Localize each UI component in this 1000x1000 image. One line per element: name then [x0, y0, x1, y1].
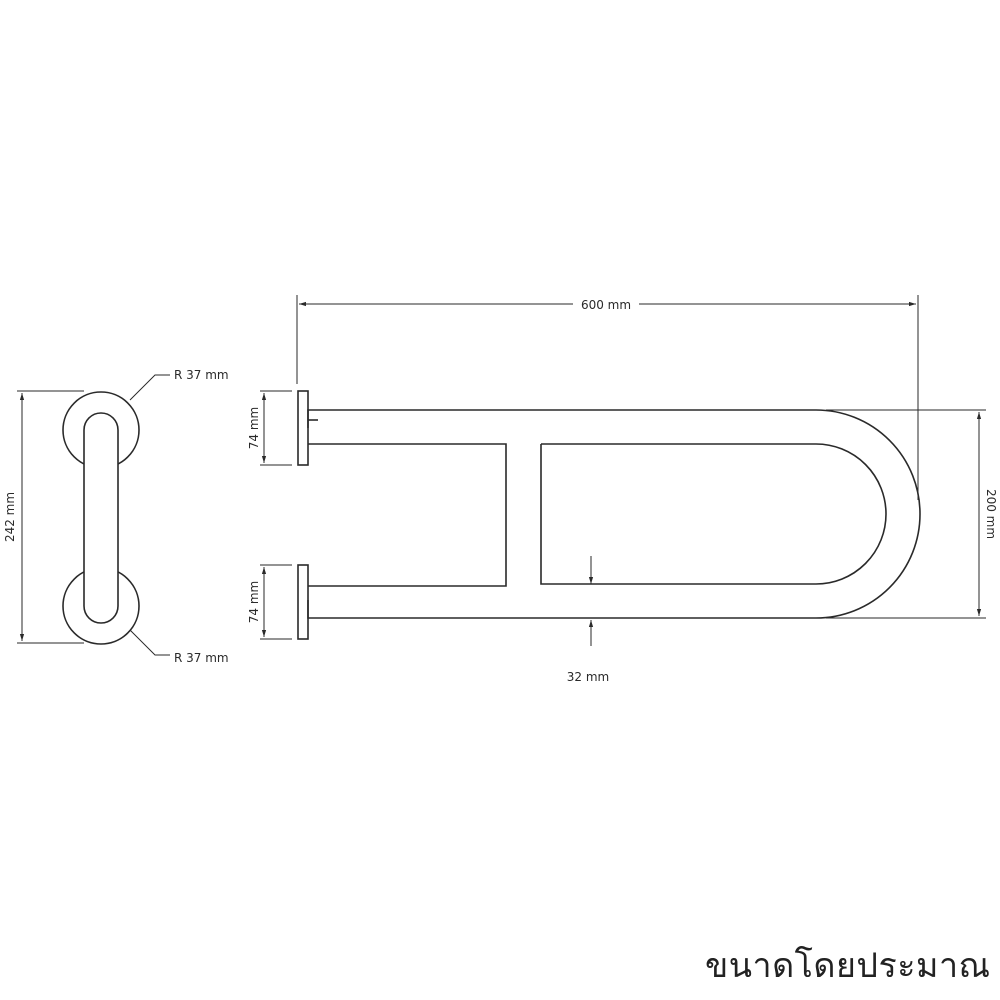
bar-outer-outline [307, 409, 921, 619]
bar-inner-outline-top [308, 443, 507, 587]
side-tube [83, 412, 119, 624]
front-view: 600 mm 200 mm 74 mm 74 mm 32 mm [247, 295, 998, 684]
radius-bottom-leader [129, 629, 170, 656]
radius-top-leader [129, 374, 170, 401]
radius-top-label: R 37 mm [174, 368, 229, 382]
width-label: 600 mm [581, 298, 631, 312]
side-view: 242 mm R 37 mm R 37 mm [3, 368, 229, 665]
top-wall-plate [297, 390, 309, 466]
radius-bottom-label: R 37 mm [174, 651, 229, 665]
mount-bottom-label: 74 mm [247, 581, 261, 623]
approximate-size-note: ขนาดโดยประมาณ [705, 946, 991, 986]
height-label: 200 mm [984, 489, 998, 539]
tube-label: 32 mm [567, 670, 609, 684]
side-height-label: 242 mm [3, 492, 17, 542]
bottom-wall-plate [297, 564, 309, 640]
bar-inner-outline-loop [540, 443, 887, 585]
mount-top-label: 74 mm [247, 407, 261, 449]
